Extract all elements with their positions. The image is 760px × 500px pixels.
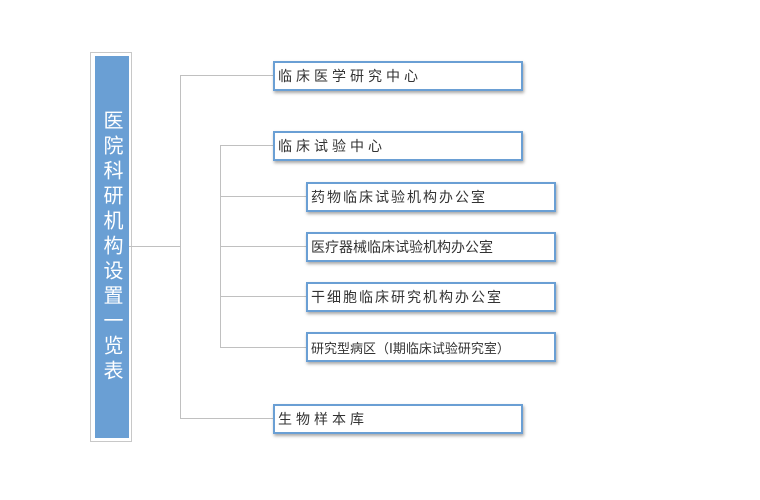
connector-root [129,246,180,247]
connector-sub1 [220,196,306,197]
root-label: 医院科研机构设置一览表 [100,109,124,385]
node-device-trial-office: 医疗器械临床试验机构办公室 [306,232,556,262]
node-label: 临床医学研究中心 [278,69,422,85]
node-label: 药物临床试验机构办公室 [311,190,487,206]
connector-sub3 [220,296,306,297]
connector-sub2 [220,246,306,247]
connector-sub4 [220,347,306,348]
node-label: 医疗器械临床试验机构办公室 [311,240,493,256]
node-label: 临床试验中心 [278,139,386,155]
node-clinical-medicine-research-center: 临床医学研究中心 [273,61,523,91]
connector-main-spine [180,75,181,418]
node-research-ward: 研究型病区（Ⅰ期临床试验研究室） [306,332,556,362]
node-label: 研究型病区（Ⅰ期临床试验研究室） [311,341,510,357]
connector-center1 [180,75,273,76]
node-stem-cell-office: 干细胞临床研究机构办公室 [306,282,556,312]
connector-center2 [220,145,273,146]
node-label: 生物样本库 [278,412,368,428]
node-clinical-trial-center: 临床试验中心 [273,131,523,161]
node-label: 干细胞临床研究机构办公室 [311,290,503,306]
node-biobank: 生物样本库 [273,404,523,434]
connector-center3 [180,418,273,419]
root-box: 医院科研机构设置一览表 [95,56,129,438]
node-drug-trial-office: 药物临床试验机构办公室 [306,182,556,212]
